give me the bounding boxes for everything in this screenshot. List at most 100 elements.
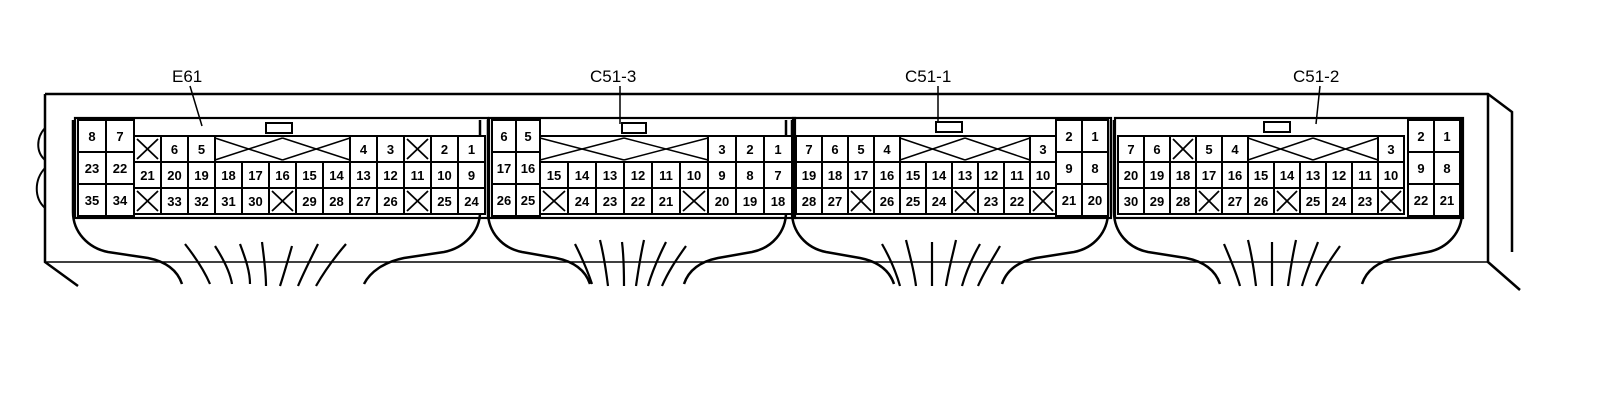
key-cross-line	[1312, 137, 1379, 161]
pin-number: 12	[383, 168, 397, 183]
pin-cell	[376, 161, 405, 189]
pin-number: 20	[715, 194, 729, 209]
connector-frame	[1113, 116, 1465, 220]
pin-number: 22	[631, 194, 645, 209]
pin-number: 18	[1176, 168, 1190, 183]
pin-number: 12	[631, 168, 645, 183]
pin-number: 16	[275, 168, 289, 183]
latch-tab	[1263, 121, 1291, 133]
pin-cell	[1081, 151, 1109, 185]
pin-number: 17	[1202, 168, 1216, 183]
pin-number: 30	[1124, 194, 1138, 209]
pin-cell	[77, 151, 107, 185]
pin-number: 7	[116, 129, 123, 144]
pin-number: 15	[547, 168, 561, 183]
pin-number: 9	[1065, 161, 1072, 176]
pin-cell	[1029, 161, 1057, 189]
pin-number: 7	[805, 142, 812, 157]
pin-cell	[187, 187, 216, 215]
pin-cell	[735, 187, 765, 215]
pin-number: 12	[1332, 168, 1346, 183]
latch-tab	[621, 122, 647, 134]
pin-number: 18	[221, 168, 235, 183]
pin-cell	[977, 187, 1005, 215]
pin-number: 13	[958, 168, 972, 183]
pin-number: 9	[718, 168, 725, 183]
pin-cell	[1117, 187, 1145, 215]
pin-cell	[77, 183, 107, 217]
pin-cell	[707, 161, 737, 189]
unused-pin-mark	[271, 190, 294, 212]
key-cross-line	[899, 137, 966, 161]
pin-number: 26	[1254, 194, 1268, 209]
pin-number: 15	[1254, 168, 1268, 183]
pin-number: 3	[718, 142, 725, 157]
pin-number: 8	[1091, 161, 1098, 176]
pin-number: 23	[603, 194, 617, 209]
key-cross-line	[964, 137, 1031, 161]
pin-cell	[1407, 183, 1435, 217]
pin-number: 21	[1062, 193, 1076, 208]
pin-number: 2	[1065, 129, 1072, 144]
pin-number: 25	[906, 194, 920, 209]
pin-number: 11	[1010, 168, 1024, 183]
pin-number: 16	[521, 161, 535, 176]
unused-pin-mark	[850, 190, 872, 212]
pin-number: 13	[1306, 168, 1320, 183]
pin-cell	[160, 187, 189, 215]
pin-cell	[873, 187, 901, 215]
pin-number: 21	[659, 194, 673, 209]
pin-number: 10	[687, 168, 701, 183]
connector-frame	[791, 116, 1113, 220]
key-cross-line	[1247, 137, 1314, 161]
pin-number: 8	[746, 168, 753, 183]
pin-number: 7	[774, 168, 781, 183]
pin-number: 21	[140, 168, 154, 183]
pin-number: 1	[1443, 129, 1450, 144]
pin-number: 20	[1124, 168, 1138, 183]
unused-pin-mark	[682, 190, 706, 212]
pin-number: 7	[1127, 142, 1134, 157]
pin-number: 14	[1280, 168, 1295, 183]
unused-pin-mark	[1276, 190, 1298, 212]
pin-cell	[567, 187, 597, 215]
pin-number: 5	[198, 142, 205, 157]
connector-label: C51-1	[905, 67, 951, 86]
pin-number: 26	[383, 194, 397, 209]
pin-number: 30	[248, 194, 262, 209]
pin-cell	[515, 119, 541, 153]
key-cross-line	[623, 137, 709, 161]
pin-cell	[491, 119, 517, 153]
pin-number: 6	[500, 129, 507, 144]
pin-number: 1	[468, 142, 475, 157]
pin-cell	[1221, 187, 1249, 215]
pin-number: 20	[167, 168, 181, 183]
unused-pin-mark	[406, 138, 429, 160]
pin-number: 3	[1387, 142, 1394, 157]
pin-number: 5	[524, 129, 531, 144]
pin-cell	[1081, 183, 1109, 217]
pin-number: 16	[880, 168, 894, 183]
pin-number: 12	[984, 168, 998, 183]
pin-number: 2	[1417, 129, 1424, 144]
pin-number: 24	[1332, 194, 1347, 209]
pin-number: 19	[743, 194, 757, 209]
pin-cell	[623, 187, 653, 215]
pin-number: 15	[906, 168, 920, 183]
pin-number: 14	[575, 168, 590, 183]
pin-number: 16	[1228, 168, 1242, 183]
housing-outline	[35, 92, 1521, 291]
pin-number: 4	[883, 142, 891, 157]
pin-number: 29	[302, 194, 316, 209]
pin-number: 32	[194, 194, 208, 209]
pin-number: 5	[1205, 142, 1212, 157]
pin-cell	[241, 161, 270, 189]
pin-number: 10	[1036, 168, 1050, 183]
pin-number: 24	[575, 194, 590, 209]
pin-number: 11	[1358, 168, 1372, 183]
pin-cell	[679, 161, 709, 189]
pin-cell	[1169, 161, 1197, 189]
